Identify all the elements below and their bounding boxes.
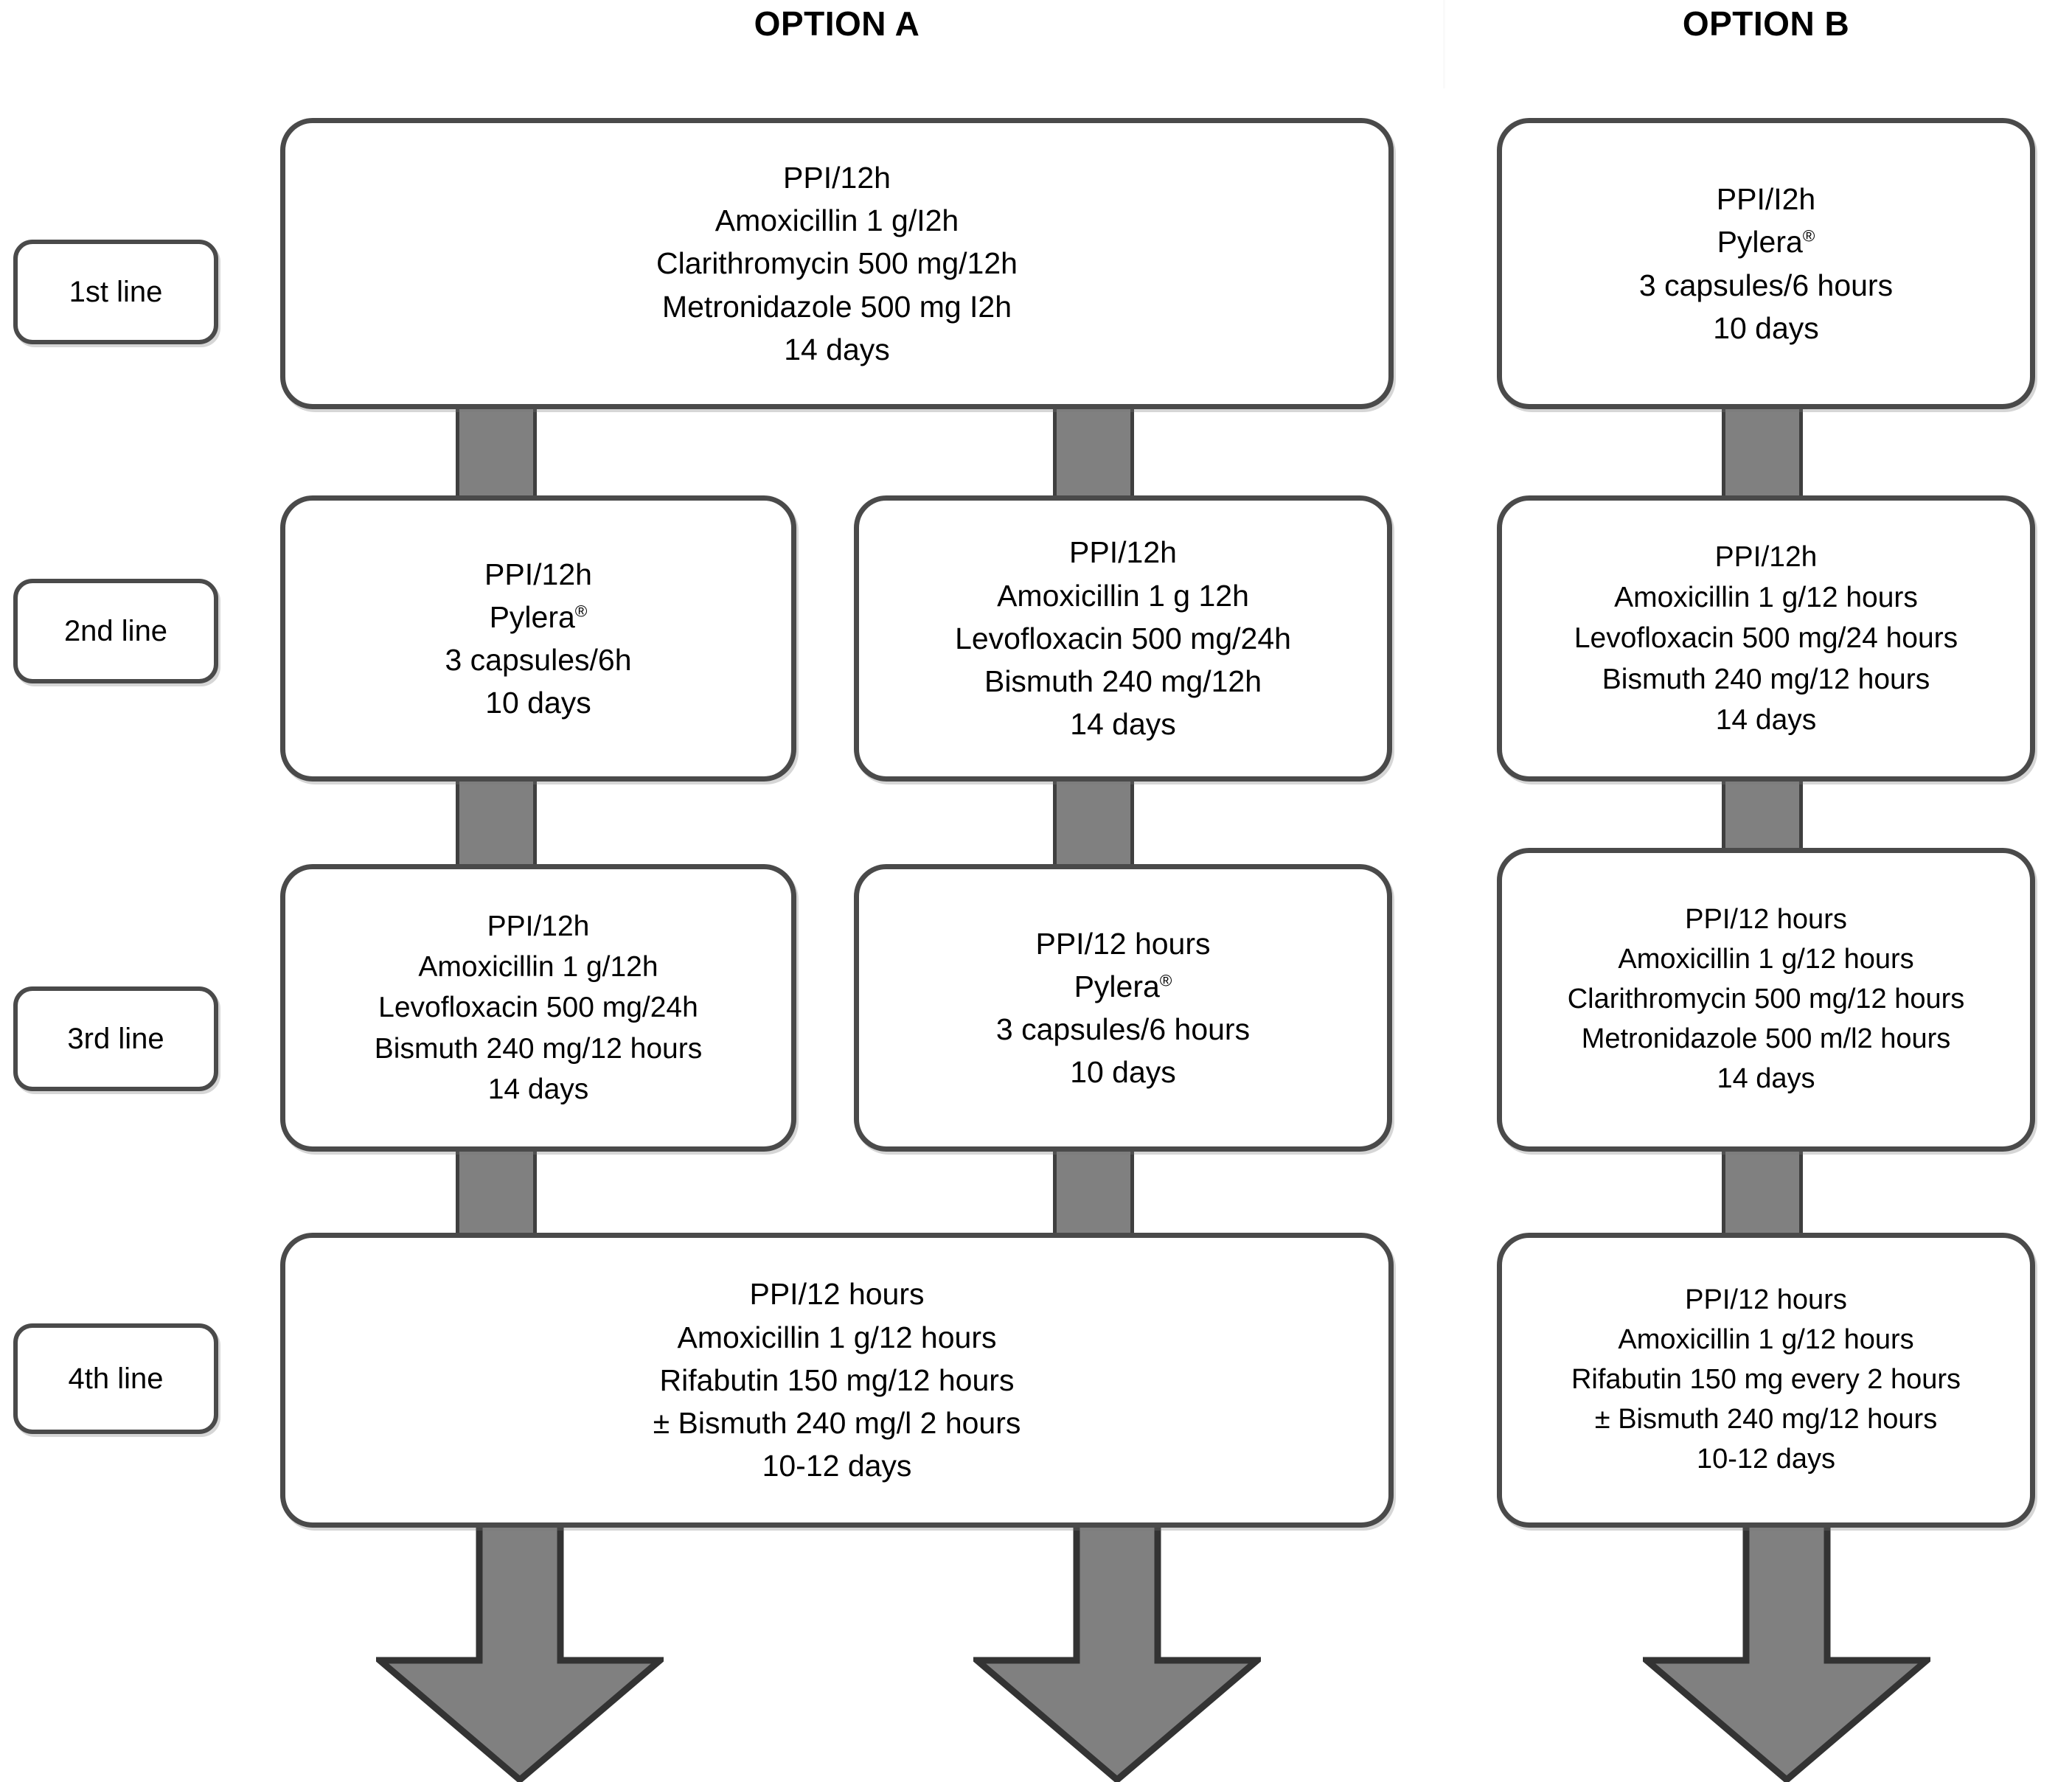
b4-line-4: ± Bismuth 240 mg/12 hours [1594, 1403, 1938, 1435]
connector-a3-to-a4-mid [1053, 1150, 1134, 1246]
registered-trademark-icon: ® [574, 602, 588, 621]
a1-line-5: 14 days [784, 332, 890, 366]
b1-line-1: PPI/I2h [1716, 182, 1816, 217]
connector-b3-to-b4 [1722, 1150, 1803, 1246]
b2-line-2: Amoxicillin 1 g/12 hours [1614, 581, 1918, 613]
treatment-box-a-1st-line: PPI/12h Amoxicillin 1 g/I2h Clarithromyc… [280, 118, 1394, 409]
column-header-option-b: OPTION B [1682, 4, 1850, 43]
a2left-line-2-text: Pylera [489, 599, 575, 634]
treatment-box-a-3rd-line-mid: PPI/12 hours Pylera® 3 capsules/6 hours … [854, 864, 1392, 1152]
b1-line-3: 3 capsules/6 hours [1638, 268, 1894, 302]
terminal-arrow-b [1643, 1520, 1930, 1782]
b3-line-3: Clarithromycin 500 mg/12 hours [1567, 984, 1965, 1015]
a1-line-3: Clarithromycin 500 mg/12h [656, 246, 1018, 281]
line-label-3rd-text: 3rd line [67, 1022, 164, 1055]
a2mid-line-5: 14 days [1070, 707, 1176, 742]
a2mid-line-3: Levofloxacin 500 mg/24h [955, 621, 1291, 655]
b2-line-1: PPI/12h [1714, 540, 1818, 573]
line-label-4th-text: 4th line [68, 1362, 164, 1395]
b3-line-5: 14 days [1717, 1062, 1815, 1094]
b1-line-2: Pylera® [1512, 220, 2020, 263]
b1-line-4: 10 days [1713, 310, 1819, 345]
a1-line-2: Amoxicillin 1 g/I2h [715, 203, 959, 238]
b2-line-3: Levofloxacin 500 mg/24 hours [1574, 622, 1958, 655]
connector-a1-to-a2-left [456, 402, 537, 505]
a2left-line-2: Pylera® [296, 596, 781, 638]
a2left-line-1: PPI/12h [484, 557, 592, 591]
treatment-box-b-2nd-line: PPI/12h Amoxicillin 1 g/12 hours Levoflo… [1497, 495, 2035, 782]
b4-line-2: Amoxicillin 1 g/12 hours [1618, 1324, 1914, 1356]
connector-a2-to-a3-mid [1053, 782, 1134, 877]
b4-line-1: PPI/12 hours [1685, 1284, 1847, 1316]
a1-line-1: PPI/12h [783, 160, 891, 195]
b3-line-1: PPI/12 hours [1685, 904, 1847, 936]
treatment-box-b-3rd-line: PPI/12 hours Amoxicillin 1 g/12 hours Cl… [1497, 848, 2035, 1152]
a4-line-1: PPI/12 hours [749, 1277, 925, 1312]
treatment-box-b-1st-line: PPI/I2h Pylera® 3 capsules/6 hours 10 da… [1497, 118, 2035, 409]
a3left-line-1: PPI/12h [487, 910, 590, 942]
line-label-2nd-text: 2nd line [63, 614, 168, 647]
a4-line-4: ± Bismuth 240 mg/l 2 hours [653, 1406, 1021, 1441]
b2-line-4: Bismuth 240 mg/12 hours [1602, 663, 1930, 695]
a3left-line-4: Bismuth 240 mg/12 hours [374, 1032, 703, 1065]
a3left-line-5: 14 days [487, 1073, 589, 1106]
line-label-2nd: 2nd line [13, 579, 218, 683]
a2left-line-3: 3 capsules/6h [445, 643, 632, 677]
terminal-arrow-a-left [376, 1520, 664, 1782]
a2mid-line-1: PPI/12h [1069, 535, 1177, 570]
column-header-option-a: OPTION A [754, 4, 920, 43]
a3mid-line-2: Pylera® [869, 965, 1377, 1008]
treatment-box-a-2nd-line-mid: PPI/12h Amoxicillin 1 g 12h Levofloxacin… [854, 495, 1392, 782]
a3left-line-2: Amoxicillin 1 g/12h [418, 950, 658, 983]
connector-a3-to-a4-left [456, 1150, 537, 1246]
a4-line-3: Rifabutin 150 mg/12 hours [659, 1362, 1015, 1397]
treatment-box-a-3rd-line-left: PPI/12h Amoxicillin 1 g/12h Levofloxacin… [280, 864, 796, 1152]
a3left-line-3: Levofloxacin 500 mg/24h [378, 992, 698, 1024]
b4-line-5: 10-12 days [1696, 1443, 1835, 1475]
b4-line-3: Rifabutin 150 mg every 2 hours [1571, 1364, 1961, 1396]
registered-trademark-icon: ® [1802, 226, 1815, 246]
a3mid-line-3: 3 capsules/6 hours [995, 1012, 1251, 1046]
b1-line-2-text: Pylera [1717, 225, 1803, 260]
line-label-4th: 4th line [13, 1323, 218, 1434]
connector-a1-to-a2-mid [1053, 402, 1134, 505]
line-label-3rd: 3rd line [13, 986, 218, 1091]
a3mid-line-2-text: Pylera [1074, 969, 1160, 1003]
a3mid-line-1: PPI/12 hours [1035, 926, 1211, 961]
line-label-1st: 1st line [13, 240, 218, 344]
treatment-box-a-4th-line: PPI/12 hours Amoxicillin 1 g/12 hours Ri… [280, 1233, 1394, 1528]
terminal-arrow-a-mid [973, 1520, 1261, 1782]
connector-a2-to-a3-left [456, 782, 537, 877]
b3-line-4: Metronidazole 500 m/l2 hours [1581, 1023, 1951, 1054]
treatment-box-a-2nd-line-left: PPI/12h Pylera® 3 capsules/6h 10 days [280, 495, 796, 782]
column-divider [1443, 0, 1445, 88]
registered-trademark-icon: ® [1159, 971, 1172, 990]
line-label-1st-text: 1st line [69, 275, 163, 308]
treatment-box-b-4th-line: PPI/12 hours Amoxicillin 1 g/12 hours Ri… [1497, 1233, 2035, 1528]
a4-line-2: Amoxicillin 1 g/12 hours [677, 1320, 997, 1354]
a3mid-line-4: 10 days [1070, 1055, 1176, 1090]
connector-b1-to-b2 [1722, 402, 1803, 505]
a2mid-line-2: Amoxicillin 1 g 12h [997, 578, 1249, 613]
a2left-line-4: 10 days [485, 686, 591, 720]
b3-line-2: Amoxicillin 1 g/12 hours [1618, 944, 1914, 975]
b2-line-5: 14 days [1715, 704, 1817, 737]
a1-line-4: Metronidazole 500 mg I2h [661, 289, 1012, 324]
a2mid-line-4: Bismuth 240 mg/12h [984, 664, 1262, 699]
a4-line-5: 10-12 days [762, 1449, 912, 1483]
